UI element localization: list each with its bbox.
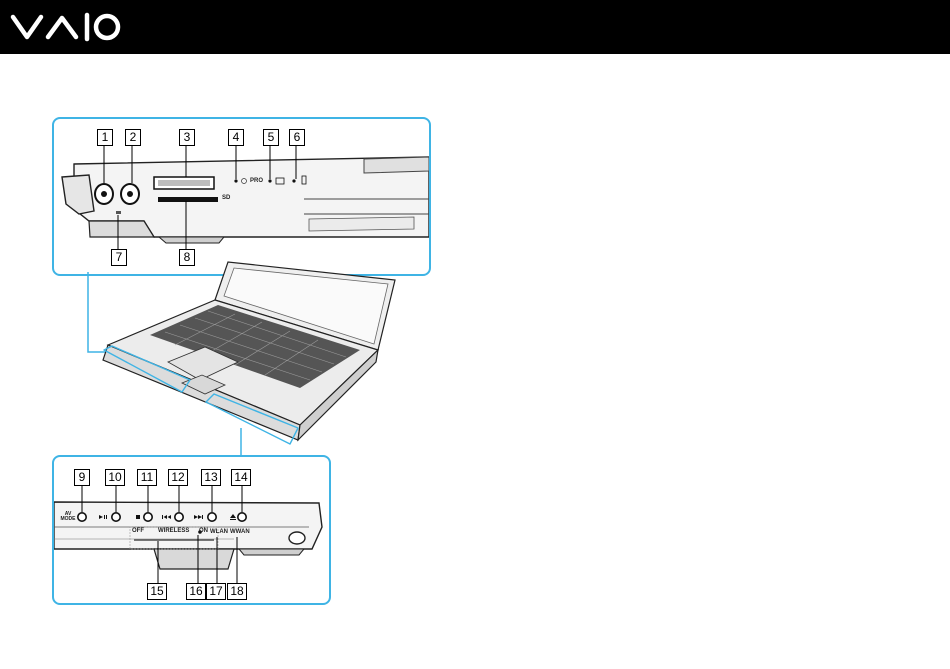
callout-11: 11 — [137, 469, 157, 486]
callout-1: 1 — [97, 129, 113, 146]
wireless-on-label: ON — [199, 528, 208, 534]
sd-slot-label: SD — [222, 195, 230, 201]
callout-4: 4 — [228, 129, 244, 146]
header-bar — [0, 0, 950, 54]
front-detail-panel: AV MODE OFF WIRELESS ON WLAN WWAN 9 10 1… — [52, 455, 331, 605]
front-illustration — [54, 457, 329, 603]
callout-17: 17 — [206, 583, 226, 600]
callout-12: 12 — [168, 469, 188, 486]
callout-15: 15 — [147, 583, 167, 600]
av-mode-label: AV MODE — [58, 512, 78, 522]
callout-3: 3 — [179, 129, 195, 146]
callout-8: 8 — [179, 249, 195, 266]
callout-5: 5 — [263, 129, 279, 146]
wwan-indicator-label: WWAN — [230, 529, 250, 535]
callout-16: 16 — [186, 583, 206, 600]
callout-14: 14 — [231, 469, 251, 486]
callout-6: 6 — [289, 129, 305, 146]
wlan-indicator-label: WLAN — [210, 529, 228, 535]
left-side-detail-panel: PRO SD 1 2 3 4 5 6 7 8 — [52, 117, 431, 276]
wireless-label: WIRELESS — [158, 528, 189, 534]
callout-10: 10 — [105, 469, 125, 486]
callout-9: 9 — [74, 469, 90, 486]
vaio-logo — [10, 9, 122, 45]
pro-indicator-label: PRO — [250, 178, 263, 184]
wireless-off-label: OFF — [132, 528, 144, 534]
callout-18: 18 — [227, 583, 247, 600]
callout-7: 7 — [111, 249, 127, 266]
callout-13: 13 — [201, 469, 221, 486]
callout-2: 2 — [125, 129, 141, 146]
